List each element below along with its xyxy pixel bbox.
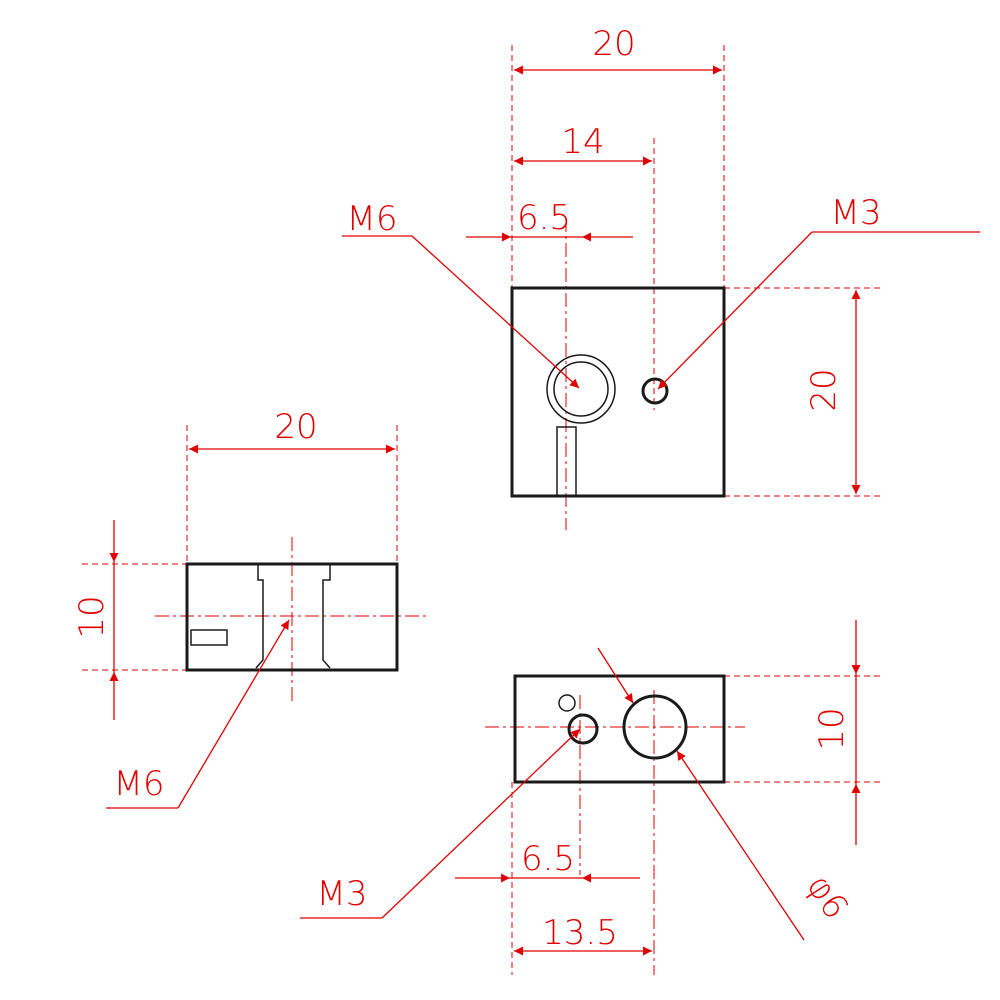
top-m6-hole-outer bbox=[546, 354, 616, 424]
top-m3-leader bbox=[657, 231, 813, 390]
front-view: 10 6.5 13.5 M3 φ6 bbox=[300, 620, 880, 975]
front-dim-13-5-text: 13.5 bbox=[542, 913, 618, 953]
top-dim-20-text: 20 bbox=[592, 24, 635, 64]
front-phi6-leader-top bbox=[597, 647, 634, 704]
side-view: 20 10 M6 bbox=[72, 407, 430, 809]
front-m3-label: M3 bbox=[317, 874, 368, 914]
front-m3-leader bbox=[381, 728, 581, 919]
top-slot bbox=[556, 426, 577, 497]
front-view-block bbox=[513, 674, 726, 784]
top-m3-label: M3 bbox=[831, 193, 882, 233]
front-phi6-label: φ6 bbox=[798, 868, 856, 927]
side-m6-leader bbox=[177, 619, 290, 809]
side-bore-left bbox=[255, 565, 264, 669]
side-m6-label: M6 bbox=[114, 764, 165, 804]
front-phi6-hole bbox=[622, 694, 688, 760]
side-view-block bbox=[185, 562, 399, 672]
front-m3-hole bbox=[567, 713, 599, 745]
front-phi6-leader-bottom bbox=[676, 750, 805, 941]
top-m6-hole-inner bbox=[553, 361, 609, 417]
side-dim-10-text: 10 bbox=[72, 595, 112, 638]
top-view: 20 14 6.5 20 M6 M3 bbox=[342, 24, 980, 530]
top-m3-hole bbox=[641, 377, 669, 405]
top-m6-leader bbox=[411, 235, 580, 389]
top-dim-height-text: 20 bbox=[804, 368, 844, 411]
top-m6-label: M6 bbox=[347, 199, 398, 239]
front-small-hole bbox=[558, 694, 576, 712]
side-slot bbox=[190, 629, 228, 646]
top-dim-6-5-text: 6.5 bbox=[517, 198, 571, 238]
top-dim-14-text: 14 bbox=[561, 122, 604, 162]
side-dim-20-text: 20 bbox=[274, 407, 317, 447]
top-view-block bbox=[510, 286, 726, 498]
side-bore-right bbox=[322, 565, 331, 669]
front-dim-6-5-text: 6.5 bbox=[521, 839, 575, 879]
front-dim-10-text: 10 bbox=[812, 707, 852, 750]
